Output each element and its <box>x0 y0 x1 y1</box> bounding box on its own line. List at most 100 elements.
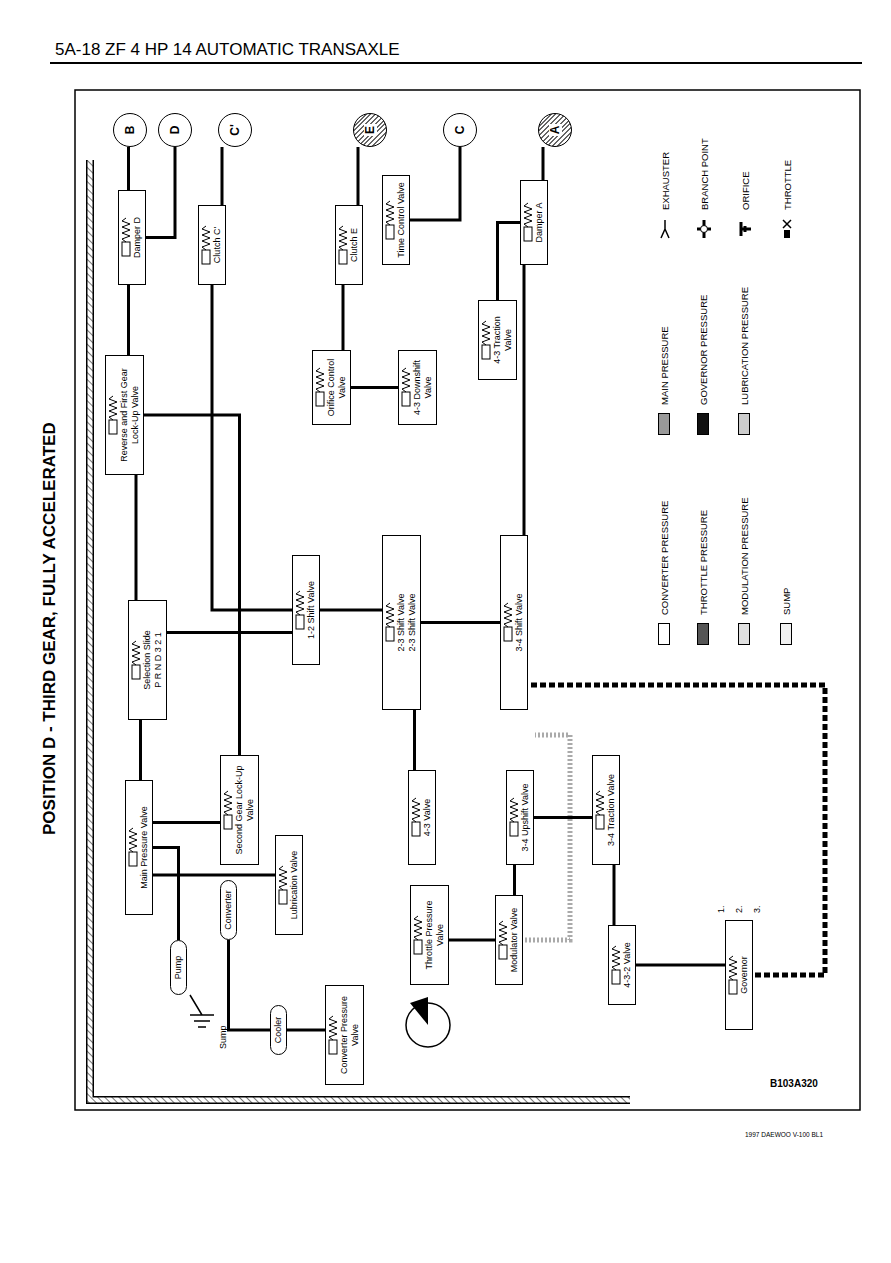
node-label: B <box>124 126 137 135</box>
fluid-channel <box>534 816 592 819</box>
valve-spring <box>109 396 117 420</box>
legend-label: GOVERNOR PRESSURE <box>698 295 709 405</box>
valve-box: 2-3 Shift Valve2-3 Shift Valve <box>382 535 421 710</box>
node-label: Lubrication Valve <box>289 840 300 930</box>
fluid-channel <box>287 1029 325 1032</box>
valve-spring <box>412 799 420 823</box>
legend-entry: MODULATION PRESSURE <box>738 497 750 645</box>
page-footer: 1997 DAEWOO V-100 BL1 <box>745 1131 823 1138</box>
diagram-title: POSITION D - THIRD GEAR, FULLY ACCELERAT… <box>40 422 60 835</box>
valve-spring-symbol <box>728 955 738 995</box>
legend-label: THROTTLE PRESSURE <box>698 510 709 615</box>
valve-box: 4-3 Traction Valve <box>478 300 517 380</box>
node-label: 4-3 Downshift Valve <box>412 355 434 420</box>
fluid-channel <box>153 848 179 941</box>
valve-spring <box>202 226 210 250</box>
throttle-cam-lobe <box>410 997 428 1025</box>
valve-box: Clutch C' <box>198 205 226 285</box>
valve-spool <box>504 628 512 642</box>
valve-spring-symbol <box>385 603 395 643</box>
valve-spring-symbol <box>498 920 508 960</box>
fluid-channel <box>413 710 416 770</box>
valve-spool <box>524 228 532 242</box>
valve-box: Second Gear Lock-Up Valve <box>220 755 259 865</box>
legend-label: ORIFICE <box>740 171 751 210</box>
node-label: Time Control Valve <box>396 180 407 260</box>
port-circle: A <box>538 113 572 147</box>
fluid-channel <box>153 874 275 877</box>
valve-spool <box>386 628 394 642</box>
valve-spool <box>122 243 130 257</box>
node-label: Clutch E <box>349 210 360 280</box>
throttle-cross <box>783 220 791 228</box>
callout-number: 3. <box>752 905 762 913</box>
valve-spool <box>612 970 620 984</box>
valve-spool <box>224 815 232 829</box>
node-label: 3-4 Shift Valve <box>514 540 525 705</box>
port-circle: E <box>353 113 387 147</box>
valve-spool <box>129 853 137 867</box>
fluid-channel <box>636 964 725 967</box>
valve-box: 4-3-2 Valve <box>608 925 636 1005</box>
valve-spring <box>612 946 620 970</box>
valve-spring <box>386 604 394 628</box>
valve-spool <box>329 1040 337 1054</box>
legend-entry: ORIFICE <box>738 171 752 240</box>
legend-entry: CONVERTER PRESSURE <box>658 501 670 645</box>
legend-label: BRANCH POINT <box>699 138 710 210</box>
node-label: Cooler <box>273 1010 284 1050</box>
valve-spool <box>202 250 210 264</box>
valve-spring-symbol <box>131 640 141 680</box>
node-label: Pump <box>173 945 184 990</box>
legend-label: LUBRICATION PRESSURE <box>739 287 750 405</box>
callout-number: 2. <box>734 905 744 913</box>
valve-box: Orifice Control Valve <box>312 350 351 425</box>
legend-label: MAIN PRESSURE <box>659 326 670 405</box>
valve-spring-symbol <box>278 865 288 905</box>
legend-symbol <box>658 218 672 240</box>
fluid-channel <box>146 147 175 238</box>
legend-symbol <box>780 218 794 240</box>
legend-label: EXHAUSTER <box>660 152 671 210</box>
legend-label: CONVERTER PRESSURE <box>659 501 670 615</box>
fluid-channel <box>153 821 220 824</box>
valve-box: 3-4 Traction Valve <box>592 755 620 865</box>
valve-spool <box>386 225 394 239</box>
main-pressure-channel <box>90 160 630 1100</box>
valve-spring-symbol <box>121 218 131 258</box>
port-circle: C <box>443 113 477 147</box>
valve-spring-symbol <box>401 368 411 408</box>
node-label: 2-3 Shift Valve <box>407 540 418 705</box>
legend-entry: SUMP <box>780 588 792 645</box>
valve-box: Modulator Valve <box>495 895 523 985</box>
valve-spool <box>412 823 420 837</box>
valve-spool <box>414 940 422 954</box>
valve-spring-symbol <box>611 945 621 985</box>
fluid-channel <box>449 939 495 942</box>
fluid-channel <box>498 223 521 301</box>
valve-spring <box>339 226 347 250</box>
fluid-channel <box>542 147 545 180</box>
node-label: C <box>454 126 467 135</box>
branch-point-symbol <box>697 220 711 238</box>
legend-swatch <box>697 413 709 435</box>
branch-point-dot <box>701 226 708 233</box>
valve-box: 1-2 Shift Valve <box>292 555 320 665</box>
legend-symbol <box>738 218 752 240</box>
fluid-channel <box>513 865 516 895</box>
legend-entry: GOVERNOR PRESSURE <box>697 295 709 435</box>
valve-spool <box>132 665 140 679</box>
valve-box: Damper D <box>118 190 146 285</box>
valve-spring-symbol <box>201 225 211 265</box>
node-label: 3-4 Upshift Valve <box>520 775 531 860</box>
diagram-frame <box>75 90 860 1110</box>
valve-spring <box>386 201 394 225</box>
valve-spring-symbol <box>295 590 305 630</box>
valve-spring <box>510 799 518 823</box>
node-label: 4-3 Traction Valve <box>492 305 514 375</box>
fluid-channel <box>320 609 382 612</box>
valve-spool <box>402 393 410 407</box>
valve-box: Lubrication Valve <box>275 835 303 935</box>
diagram-sheet: POSITION D - THIRD GEAR, FULLY ACCELERAT… <box>30 85 870 1115</box>
valve-spring <box>329 1016 337 1040</box>
